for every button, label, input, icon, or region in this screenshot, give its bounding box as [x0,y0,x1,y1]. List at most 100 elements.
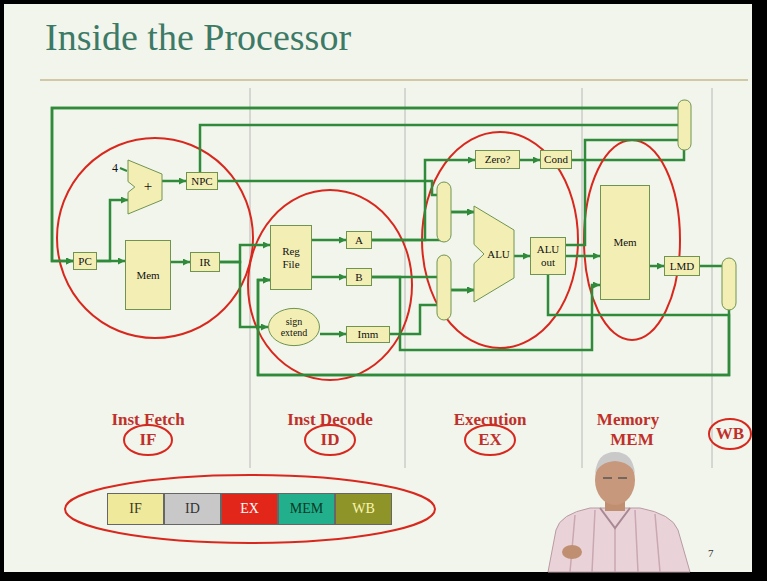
node-text: A [355,234,363,247]
stage-label: Inst Decode [287,410,372,430]
stage-label: Memory [597,410,659,430]
stage-label: Execution [454,410,527,430]
annotation-circle [124,425,172,455]
node-label: Zero? [485,153,511,166]
constant-wire [120,168,127,171]
presenter-glasses [603,477,627,479]
stage-cell: EX [221,493,278,525]
wire-connector [650,265,664,268]
node-text: LMD [670,260,694,273]
node-text: Mem [613,236,636,249]
annotation-circle [584,140,680,340]
stage-dividers [250,88,712,468]
wire-connector [390,290,474,334]
annotation-circle [65,475,435,543]
program-counter: PC [73,252,97,270]
stage-cell: IF [107,493,164,525]
node-label: ALU out [533,243,563,268]
zero-test-box: Zero? [475,150,520,169]
stage-label: EX [478,430,502,450]
presenter-hand [562,545,582,559]
register-box: NPC [186,172,218,190]
stage-divider [712,88,713,468]
sign-extend-ellipse-fill [269,308,320,345]
node-label: + [144,178,152,195]
register-box: B [346,268,372,286]
node-label: Mem [136,269,159,282]
stage-divider [582,88,583,468]
node-label: A [355,234,363,247]
node-label: ALU [487,248,510,261]
node-text: WB [352,501,375,517]
shirt-stripes [570,510,660,572]
node-label: MEM [290,501,323,517]
frame-edge [0,0,767,4]
node-label: IR [200,256,211,269]
node-text: IF [129,501,141,517]
wire-connector [312,276,346,279]
wire-connector [171,261,190,264]
node-label: Cond [544,153,568,166]
frame-edge [0,572,767,581]
node-text: B [355,271,362,284]
node-label: Imm [358,328,379,341]
node-text: ID [185,501,200,517]
slide-title: Inside the Processor [45,14,351,60]
node-text: Reg File [273,245,309,270]
node-text: IR [200,256,211,269]
wire-connector [320,333,346,336]
multiplexer [437,255,451,320]
frame-edge [752,0,767,581]
stage-cell: WB [335,493,392,525]
presenter-photo [548,452,690,572]
wire-connector [220,262,268,327]
node-label: LMD [670,260,694,273]
wire-connector [220,245,270,262]
wire-connector [97,200,128,261]
node-label: Reg File [273,245,309,270]
annotation-circle [305,425,355,455]
node-label: PC [78,255,91,268]
wire-connector [372,160,475,240]
wire-connector [52,108,684,261]
adder-shape-fill [128,160,162,214]
adder-shape: + [128,160,162,214]
wire-connector [566,255,600,258]
node-text: sign extend [275,316,312,339]
stage-cell: ID [164,493,221,525]
stage-label: IF [140,430,157,450]
alu-shape: ALU [474,206,514,302]
register-box: LMD [664,256,700,276]
node-label: Mem [613,236,636,249]
shirt-collar [600,508,630,528]
wire-connector [162,180,186,183]
node-text: + [144,178,152,195]
alu-shape-fill [474,206,514,302]
wire-connector [218,181,474,212]
annotation-circle [248,190,412,380]
node-text: Imm [358,328,379,341]
node-text: NPC [191,175,212,188]
register-box: IR [190,252,220,272]
stage-label: Inst Fetch [111,410,184,430]
register-box: Cond [540,150,572,169]
node-label: NPC [191,175,212,188]
node-text: ALU out [533,243,563,268]
node-text: Mem [136,269,159,282]
stage-label: MEM [610,430,653,450]
memory-box: Mem [600,185,650,300]
wire-connector [312,239,346,242]
frame-edge [0,0,4,581]
register-box: ALU out [530,237,566,275]
node-text: Zero? [485,153,511,166]
stage-divider [250,88,251,468]
node-label: B [355,271,362,284]
wire-connector [372,212,474,240]
hand-annotations [57,132,751,543]
constant-label: 4 [112,158,118,178]
node-label: EX [240,501,259,517]
wire-connector [372,277,474,290]
node-text: MEM [290,501,323,517]
annotation-circle [57,138,253,338]
